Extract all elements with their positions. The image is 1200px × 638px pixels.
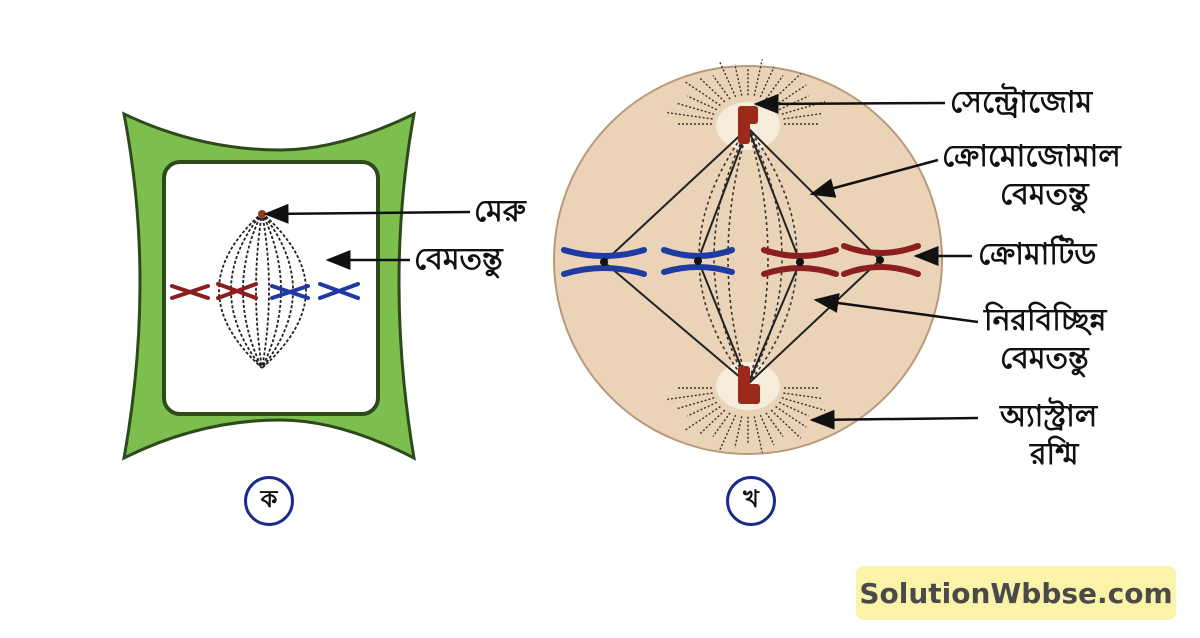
label-astral-line2: রশ্মি: [1030, 437, 1079, 472]
astral-ray: [712, 75, 731, 100]
astral-ray: [770, 73, 802, 103]
astral-ray: [698, 76, 726, 103]
label-astral-line1: অ্যাস্ট্রাল: [1000, 399, 1098, 434]
centromere-2: [694, 257, 702, 265]
centromere-4: [876, 256, 884, 264]
animal-cell-figure: [553, 59, 979, 455]
astral-ray: [676, 397, 715, 410]
astral-ray: [759, 414, 775, 446]
arrow-chromosomal-fibre: [809, 158, 939, 198]
astral-ray: [734, 63, 743, 96]
cell-interior: [162, 160, 380, 416]
arrow-meru: [263, 203, 471, 224]
astral-ray: [684, 81, 721, 107]
chromatid-blue-1: [561, 247, 647, 277]
label-chromatid: ক্রোমাটিড: [978, 237, 1097, 272]
astral-ray: [759, 66, 775, 98]
label-chromosomal-line1: ক্রোমোজোমাল: [942, 139, 1121, 174]
label-meru: মেরু: [474, 194, 526, 229]
arrow-astral-rays: [809, 409, 979, 430]
figure-label-b: খ: [726, 476, 776, 526]
label-continuous-line2: বেমতন্তু: [1000, 341, 1089, 376]
label-bemotontu-a: বেমতন্তু: [414, 242, 503, 277]
astral-ray: [687, 401, 718, 417]
figure-label-a: ক: [244, 476, 294, 526]
watermark: SolutionWbbse.com: [856, 566, 1176, 620]
astral-ray: [770, 409, 802, 439]
astral-ray: [684, 405, 721, 431]
astral-ray: [698, 409, 726, 436]
chromatid-red-1: [761, 247, 839, 277]
centromere-1: [600, 258, 608, 266]
chromatid-blue-2: [661, 247, 735, 275]
chromosome-red-1: [170, 284, 210, 300]
astral-ray: [687, 95, 718, 111]
astral-ray: [781, 397, 826, 412]
chromosome-red-2: [216, 282, 258, 300]
centromere-3: [796, 258, 804, 266]
arrow-centrosome: [753, 93, 946, 114]
cell-body: [553, 65, 943, 455]
label-continuous-line1: নিরবিচ্ছিন্ন: [984, 303, 1107, 338]
astral-ray: [783, 392, 823, 400]
astral-ray: [676, 102, 715, 115]
astral-ray: [778, 401, 809, 417]
astral-rays: [667, 59, 826, 453]
chromosome-blue-2: [318, 282, 360, 300]
arrow-continuous-fibre: [813, 293, 979, 324]
astral-ray: [765, 412, 784, 437]
continuous-spindle-fibres: [698, 127, 798, 385]
astral-ray: [734, 416, 743, 449]
label-chromosomal-line2: বেমতন্তু: [1000, 177, 1089, 212]
centrosome-bottom: [738, 366, 760, 404]
plant-cell-figure: [121, 111, 471, 461]
astral-ray: [783, 112, 823, 120]
pole-a: [258, 210, 266, 218]
astral-ray: [712, 412, 731, 437]
label-centrosome: সেন্ট্রোজোম: [950, 85, 1093, 120]
chromatid-red-2: [841, 243, 921, 277]
chromosome-blue-1: [270, 284, 310, 300]
